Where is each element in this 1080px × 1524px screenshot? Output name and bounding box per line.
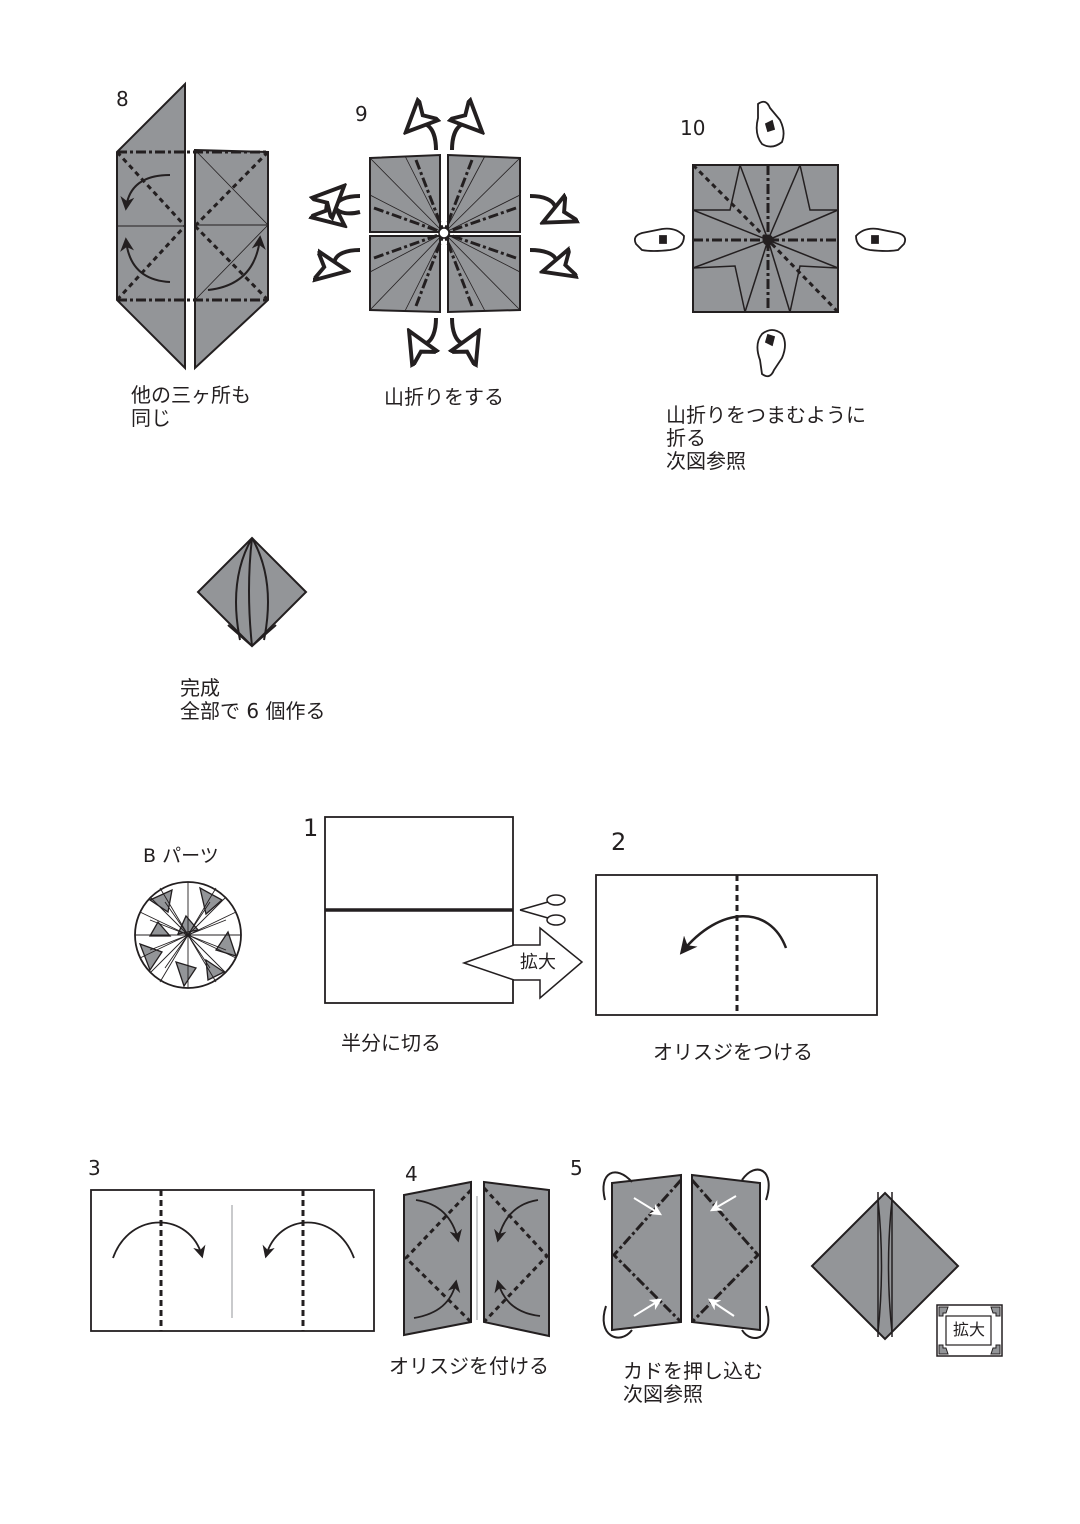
step-number: 9 [355, 102, 368, 126]
enlarge-label: 拡大 [520, 952, 556, 973]
step-number: 2 [611, 828, 627, 856]
scissors-icon [519, 894, 566, 926]
b-step-2-figure [595, 874, 878, 1016]
hand-pinch-icon [855, 227, 907, 252]
hand-pinch-icon [756, 329, 786, 378]
step-number: 3 [88, 1156, 101, 1180]
step-caption: オリスジを付ける [389, 1354, 549, 1378]
step-caption: 半分に切る [341, 1031, 441, 1055]
b-step-6-figure [810, 1191, 960, 1341]
enlarge-arrow-icon[interactable] [461, 926, 584, 1000]
b-step-4-figure [403, 1180, 550, 1338]
b-step-3-figure [90, 1189, 375, 1332]
enlarge-badge-icon[interactable] [936, 1304, 1003, 1357]
hand-pinch-icon [755, 100, 785, 148]
b-part-label: B パーツ [143, 845, 219, 867]
hand-pinch-icon [633, 227, 685, 252]
finished-figure [196, 536, 308, 648]
kusudama-ball-figure [134, 881, 242, 989]
enlarge-badge-label: 拡大 [953, 1320, 986, 1339]
b-step-1-figure [324, 816, 514, 1004]
step-number: 1 [303, 814, 319, 842]
b-step-5-figure [602, 1168, 770, 1339]
step-caption: オリスジをつける [653, 1040, 813, 1064]
step-number: 5 [570, 1156, 583, 1180]
step-number: 4 [405, 1162, 418, 1186]
step-caption: カドを押し込む 次図参照 [623, 1359, 763, 1406]
step-number: 10 [680, 116, 706, 140]
finished-caption: 完成 全部で 6 個作る [180, 676, 326, 723]
step-caption: 山折りをする [384, 385, 504, 409]
step-caption: 他の三ヶ所も 同じ [131, 383, 251, 430]
step-9-figure [334, 123, 557, 344]
step-number: 8 [116, 87, 129, 111]
step-8-figure [115, 81, 270, 371]
step-caption: 山折りをつまむように 折る 次図参照 [666, 403, 866, 473]
step-10-figure [691, 163, 840, 314]
